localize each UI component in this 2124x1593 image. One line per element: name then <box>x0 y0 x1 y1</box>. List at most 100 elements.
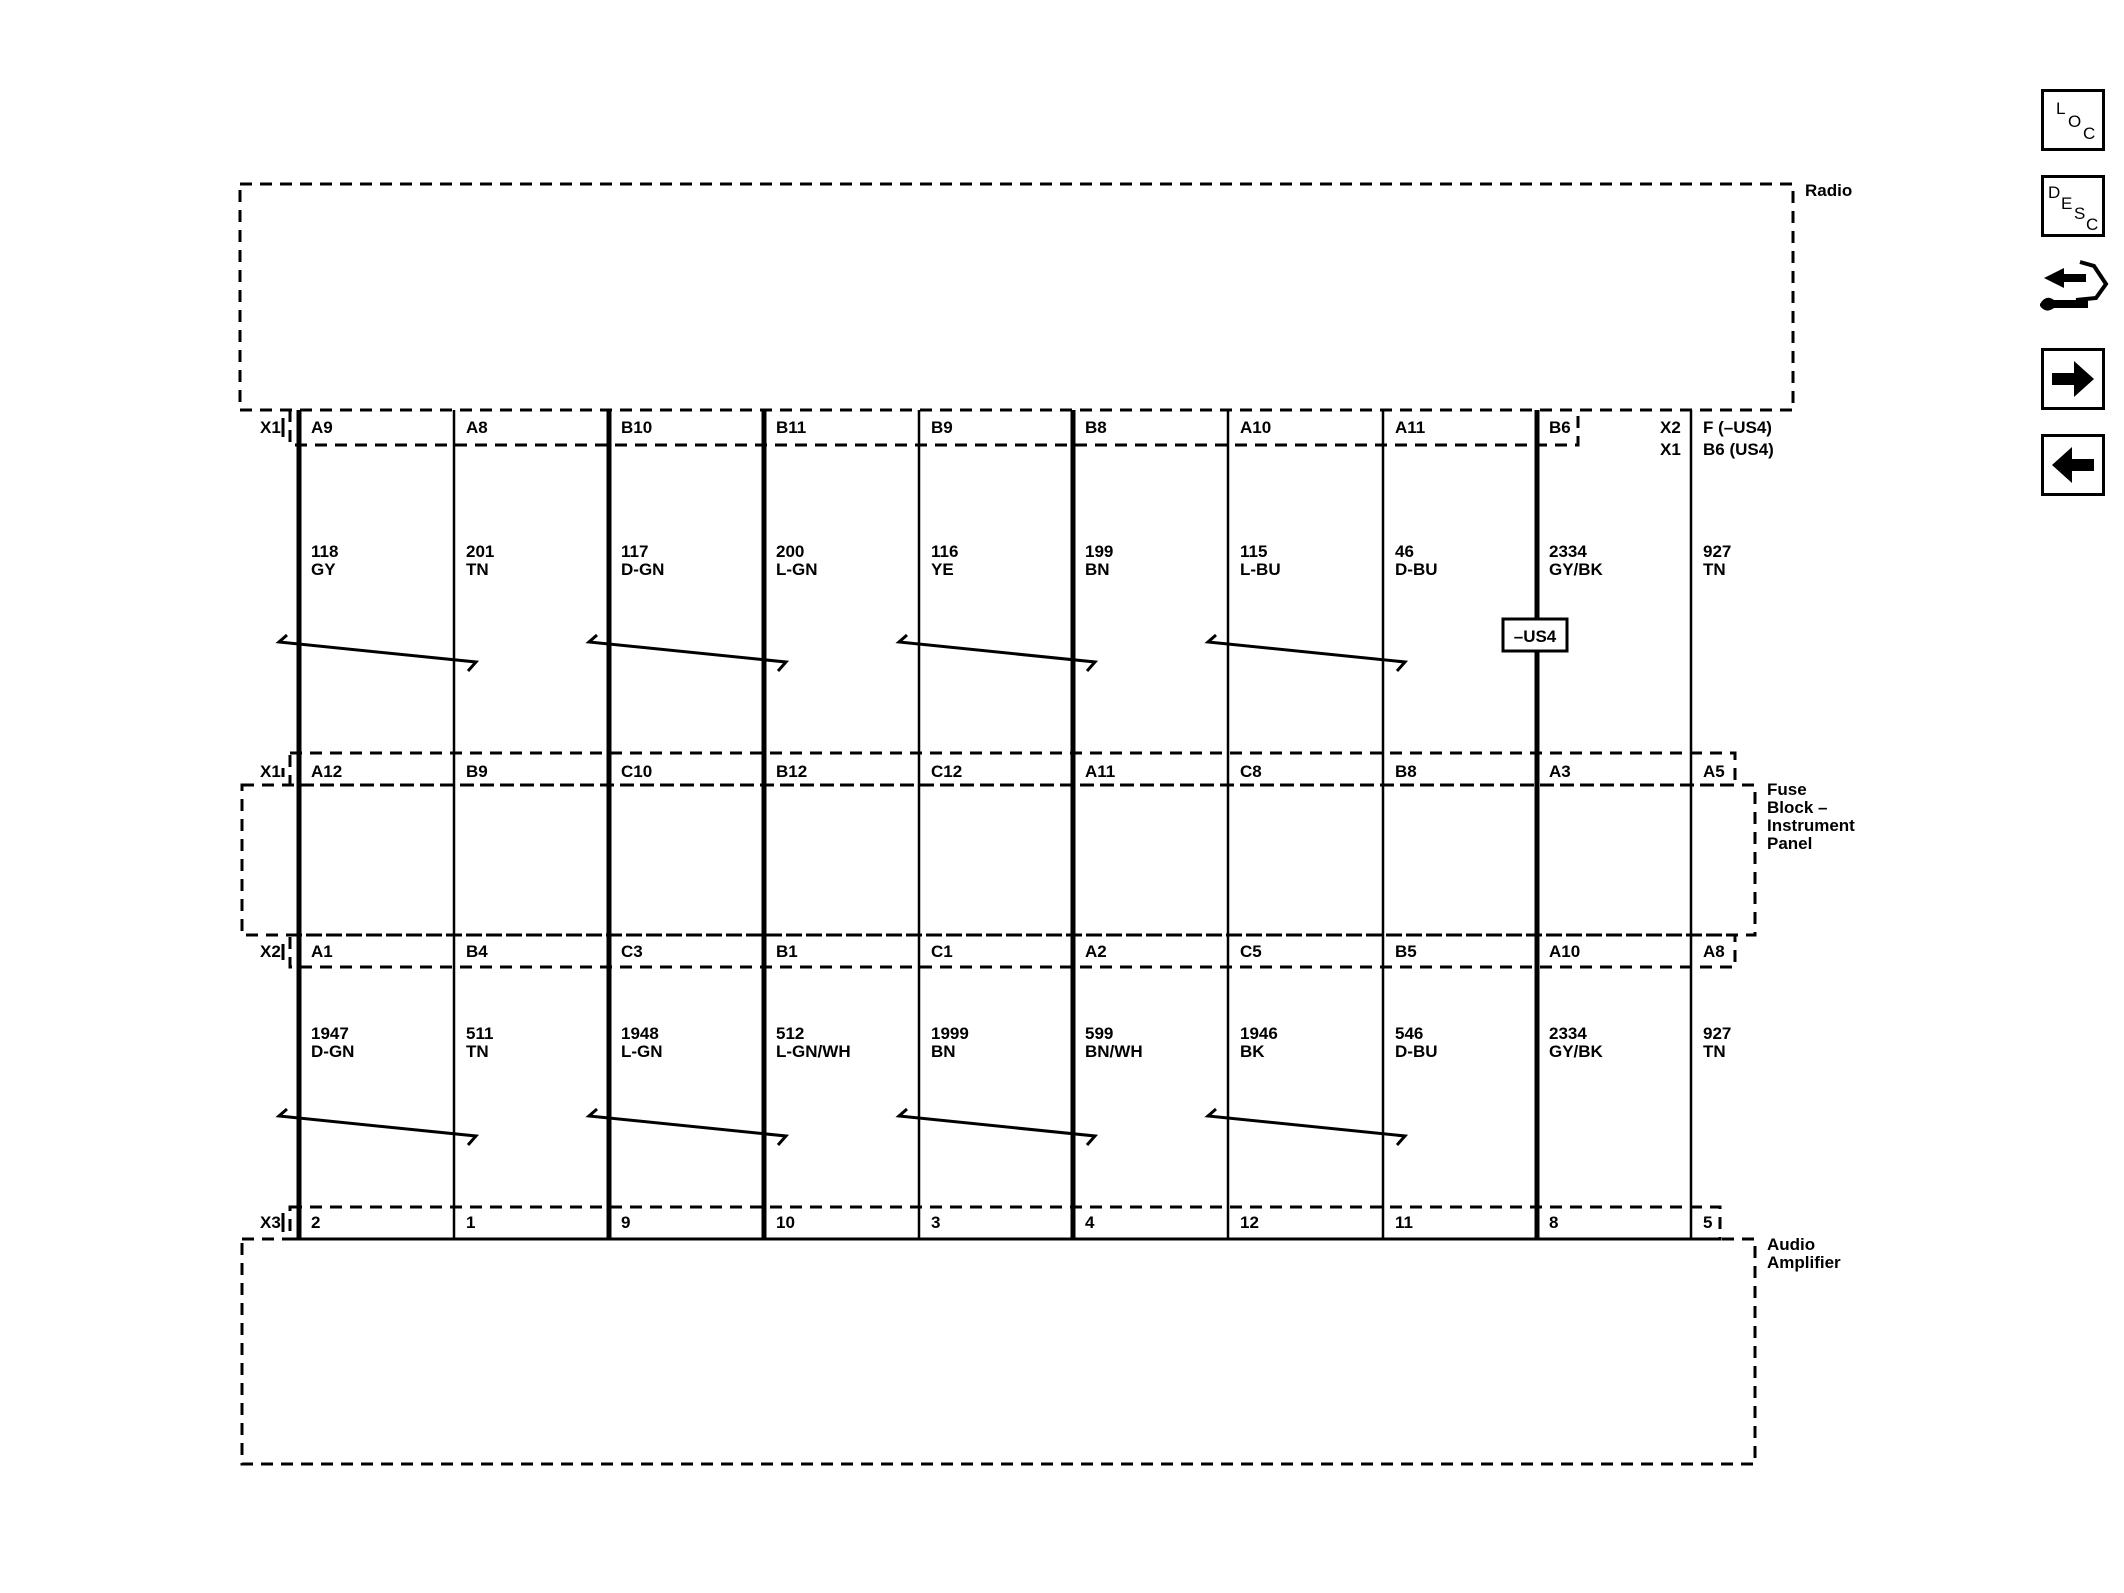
fuse-block-out-pin: C3 <box>621 942 643 961</box>
radio-pin-label: A8 <box>466 418 488 437</box>
amplifier-module-box <box>240 1237 1757 1466</box>
fuse-block-in-pin: B8 <box>1395 762 1417 781</box>
fuse-block-in-pin: A12 <box>311 762 342 781</box>
fuse-block-in-pin: B9 <box>466 762 488 781</box>
fuse-block-in-pin: C8 <box>1240 762 1262 781</box>
radio-pin-label: A10 <box>1240 418 1271 437</box>
radio-pin-label: A9 <box>311 418 333 437</box>
fuse-block-out-pin: A10 <box>1549 942 1580 961</box>
amplifier-pin-label: 11 <box>1395 1213 1413 1232</box>
amplifier-pin-label: 4 <box>1085 1213 1095 1232</box>
fuse-block-in-pin: A3 <box>1549 762 1571 781</box>
twisted-pair-marker <box>275 1107 480 1146</box>
upper-wire-color: TN <box>466 560 489 579</box>
lower-circuit-number: 927 <box>1703 1024 1731 1043</box>
twisted-pair-marker <box>585 1107 790 1146</box>
lower-circuit-number: 1999 <box>931 1024 969 1043</box>
upper-circuit-number: 46 <box>1395 542 1414 561</box>
fuse-block-bottom-connector <box>288 933 1737 969</box>
lower-circuit-number: 599 <box>1085 1024 1113 1043</box>
upper-circuit-number: 199 <box>1085 542 1113 561</box>
lower-wire-color: L-GN/WH <box>776 1042 851 1061</box>
radio-alt-connector-x2: X2 <box>1660 418 1681 437</box>
fuse-block-out-pin: B1 <box>776 942 798 961</box>
fuse-block-out-pin: A8 <box>1703 942 1725 961</box>
radio-pin-label: B11 <box>776 418 806 437</box>
desc-letter-c: C <box>2086 215 2098 234</box>
fuse-block-in-pin: A11 <box>1085 762 1115 781</box>
radio-pin-label: B8 <box>1085 418 1107 437</box>
amplifier-label-line-1: Audio <box>1767 1235 1815 1254</box>
lower-wire-color: L-GN <box>621 1042 663 1061</box>
fuse-block-label-line-1: Fuse <box>1767 780 1807 799</box>
fuse-block-out-pin: B4 <box>466 942 488 961</box>
lower-circuit-number: 1948 <box>621 1024 659 1043</box>
next-page-button[interactable] <box>2041 348 2105 410</box>
connector-end-view-button[interactable] <box>2036 254 2110 318</box>
radio-pin-label: B9 <box>931 418 953 437</box>
radio-connector-strip <box>288 410 1580 447</box>
fuse-block-out-pin: B5 <box>1395 942 1417 961</box>
amplifier-pin-label: 9 <box>621 1213 630 1232</box>
lower-circuit-number: 512 <box>776 1024 804 1043</box>
lower-wire-color: TN <box>466 1042 489 1061</box>
lower-circuit-number: 546 <box>1395 1024 1423 1043</box>
desc-letter-s: S <box>2074 204 2085 223</box>
twisted-pair-marker <box>275 633 480 672</box>
twisted-pair-marker <box>1204 1107 1409 1146</box>
twisted-pair-marker <box>895 1107 1099 1146</box>
loc-letter-l: L <box>2056 99 2065 118</box>
loc-letter-c: C <box>2083 124 2095 143</box>
radio-pin-label: B10 <box>621 418 652 437</box>
desc-letter-e: E <box>2061 194 2072 213</box>
amplifier-pin-label: 10 <box>776 1213 795 1232</box>
upper-circuit-number: 116 <box>931 542 958 561</box>
radio-module-box <box>238 182 1795 412</box>
amplifier-pin-label: 5 <box>1703 1213 1712 1232</box>
radio-alt-connector-x1: X1 <box>1660 440 1681 459</box>
amplifier-connector <box>288 1205 1722 1241</box>
fuse-block-label-line-3: Instrument <box>1767 816 1855 835</box>
amplifier-label-line-2: Amplifier <box>1767 1253 1841 1272</box>
lower-wire-color: D-BU <box>1395 1042 1438 1061</box>
lower-wire-color: TN <box>1703 1042 1726 1061</box>
twisted-pair-marker <box>1204 633 1409 672</box>
upper-wire-color: TN <box>1703 560 1726 579</box>
lower-wire-color: BK <box>1240 1042 1265 1061</box>
connector-end-view-icon <box>2040 260 2109 311</box>
upper-wire-color: L-GN <box>776 560 818 579</box>
fuse-block-label-line-4: Panel <box>1767 834 1812 853</box>
loc-letter-o: O <box>2068 112 2081 131</box>
amplifier-pin-label: 3 <box>931 1213 940 1232</box>
description-button[interactable]: D E S C <box>2041 175 2105 237</box>
amplifier-pin-label: 8 <box>1549 1213 1558 1232</box>
upper-circuit-number: 117 <box>621 542 648 561</box>
upper-wire-color: GY <box>311 560 336 579</box>
upper-circuit-number: 927 <box>1703 542 1731 561</box>
upper-wire-color: D-GN <box>621 560 664 579</box>
desc-letter-d: D <box>2048 183 2060 202</box>
upper-circuit-number: 201 <box>466 542 494 561</box>
fuse-block-out-pin: C1 <box>931 942 953 961</box>
twisted-pair-marker <box>585 633 790 672</box>
radio-pin-alt-label: B6 (US4) <box>1703 440 1774 459</box>
lower-circuit-number: 2334 <box>1549 1024 1587 1043</box>
upper-wire-color: GY/BK <box>1549 560 1604 579</box>
lower-wire-color: BN/WH <box>1085 1042 1143 1061</box>
upper-wire-color: L-BU <box>1240 560 1281 579</box>
twisted-pair-marker <box>895 633 1099 672</box>
fuse-block-module-box <box>240 783 1757 937</box>
lower-wire-color: GY/BK <box>1549 1042 1604 1061</box>
radio-module-label: Radio <box>1805 181 1852 200</box>
radio-pin-label: F (–US4) <box>1703 418 1772 437</box>
lower-circuit-number: 1946 <box>1240 1024 1278 1043</box>
fuse-block-label-line-2: Block – <box>1767 798 1827 817</box>
upper-circuit-number: 118 <box>311 542 338 561</box>
amplifier-connector-id: X3 <box>260 1213 281 1232</box>
lower-wire-color: D-GN <box>311 1042 354 1061</box>
previous-page-button[interactable] <box>2041 434 2105 496</box>
location-button[interactable]: L O C <box>2041 89 2105 151</box>
lower-wire-color: BN <box>931 1042 956 1061</box>
option-badge-label: –US4 <box>1514 627 1557 646</box>
